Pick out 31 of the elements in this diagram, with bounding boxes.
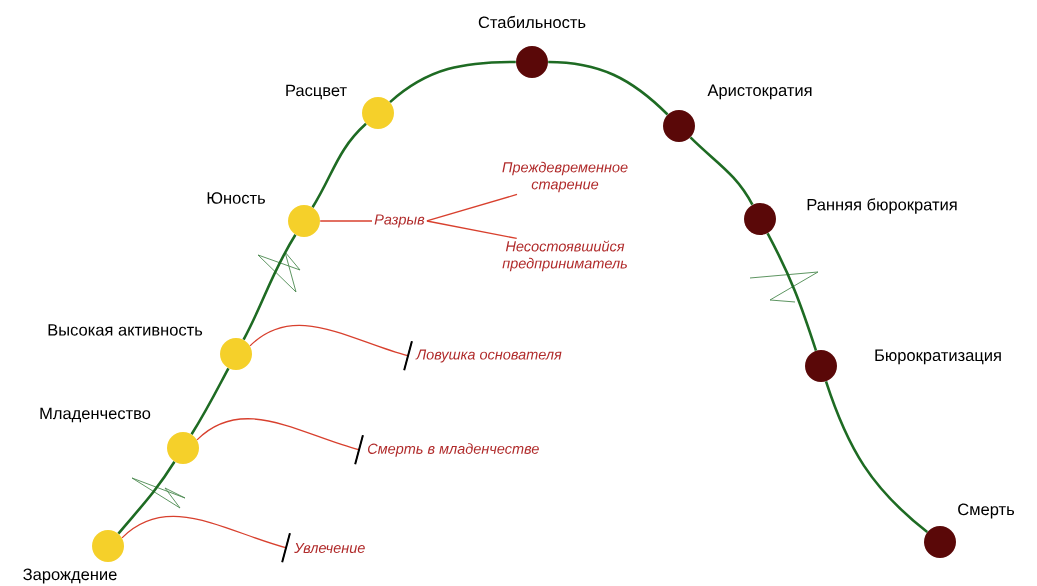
stage-label: Зарождение bbox=[23, 568, 117, 584]
stage-label: Младенчество bbox=[40, 407, 151, 423]
outcome-label: Преждевременное старение bbox=[502, 161, 628, 193]
lifecycle-curve bbox=[190, 367, 230, 435]
stage-label: Юность bbox=[207, 192, 265, 204]
outcome-label: Смерть в младенчестве bbox=[368, 443, 539, 457]
lifecycle-curve bbox=[117, 461, 176, 535]
stage-label: Бюрократизация bbox=[875, 349, 1001, 365]
stage-label: Расцвет bbox=[286, 84, 347, 100]
connector-line bbox=[196, 418, 364, 465]
lifecycle-curve bbox=[389, 60, 516, 104]
stage-label: Аристократия bbox=[707, 84, 812, 100]
outcome-label: Ловушка основателя bbox=[415, 349, 562, 363]
connector-line bbox=[121, 515, 291, 563]
lifecycle-curve bbox=[689, 136, 754, 206]
outcome-label: Увлечение bbox=[294, 542, 365, 554]
outcome-label: Разрыв bbox=[374, 214, 425, 228]
stage-label: Стабильность bbox=[478, 15, 586, 29]
lifecycle-curve bbox=[242, 234, 297, 341]
connector-line bbox=[426, 220, 518, 240]
lifecycle-curve bbox=[548, 60, 669, 116]
stage-label: Ранняя бюрократия bbox=[807, 198, 957, 214]
connector-line bbox=[426, 193, 518, 222]
stage-label: Высокая активность bbox=[48, 324, 203, 336]
stage-label: Смерть bbox=[958, 503, 1015, 519]
lifecycle-curve bbox=[311, 122, 367, 208]
lifecycle-curve bbox=[766, 232, 818, 351]
outcome-label: Несостоявшийся предприниматель bbox=[502, 240, 627, 272]
connector-line bbox=[319, 220, 373, 222]
lifecycle-curve bbox=[824, 381, 929, 533]
connector-line bbox=[249, 324, 413, 371]
